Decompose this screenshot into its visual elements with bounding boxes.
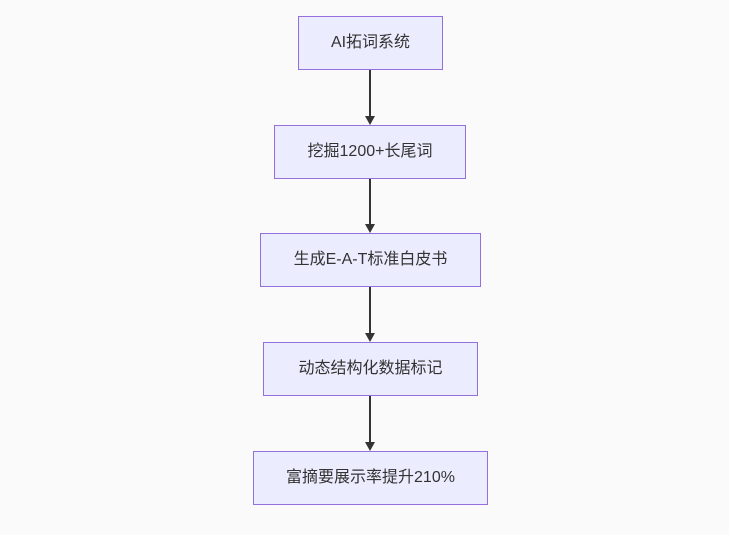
arrowhead-down-icon — [365, 333, 375, 342]
edge-a-b — [365, 70, 375, 125]
edge-line — [369, 70, 371, 116]
flowchart-node-longtail-keywords: 挖掘1200+长尾词 — [274, 125, 466, 179]
arrowhead-down-icon — [365, 116, 375, 125]
edge-line — [369, 287, 371, 333]
arrowhead-down-icon — [365, 442, 375, 451]
node-label: 挖掘1200+长尾词 — [307, 143, 433, 160]
flowchart-node-rich-snippet-result: 富摘要展示率提升210% — [253, 451, 488, 505]
node-label: 富摘要展示率提升210% — [286, 469, 455, 486]
flowchart-node-eat-whitepaper: 生成E-A-T标准白皮书 — [260, 233, 481, 287]
node-label: AI拓词系统 — [330, 34, 411, 51]
edge-d-e — [365, 396, 375, 451]
flowchart-node-ai-system: AI拓词系统 — [298, 16, 443, 70]
node-label: 生成E-A-T标准白皮书 — [293, 251, 448, 268]
edge-b-c — [365, 179, 375, 233]
edge-c-d — [365, 287, 375, 342]
arrowhead-down-icon — [365, 224, 375, 233]
edge-line — [369, 179, 371, 224]
flowchart-node-structured-data: 动态结构化数据标记 — [263, 342, 478, 396]
node-label: 动态结构化数据标记 — [298, 360, 443, 377]
edge-line — [369, 396, 371, 442]
